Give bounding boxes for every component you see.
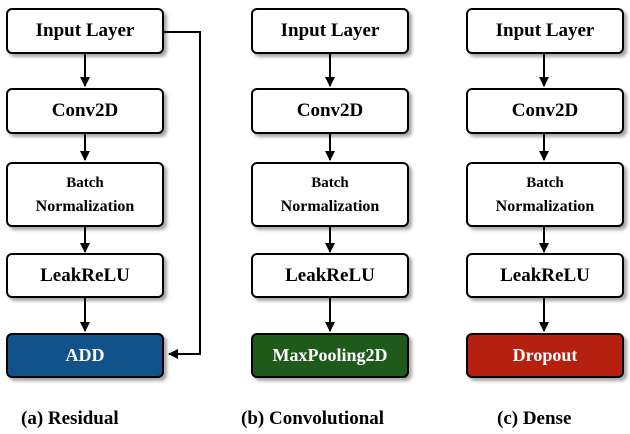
leakrelu-label: LeakReLU [40,264,130,286]
caption-dense: (c) Dense [497,408,572,429]
conv2d-box-convolutional: Conv2D [251,88,409,134]
batch-norm-box-dense: Batch Normalization [466,162,624,227]
normalization-label: Normalization [35,197,135,215]
conv2d-label: Conv2D [51,100,119,121]
leakrelu-label: LeakReLU [285,264,375,286]
batch-label: Batch [526,174,564,191]
input-layer-box-dense: Input Layer [466,8,624,54]
batch-norm-box-residual: Batch Normalization [6,162,164,227]
leakrelu-label: LeakReLU [500,264,590,286]
maxpooling2d-box: MaxPooling2D [251,333,409,378]
dropout-label: Dropout [512,345,578,365]
caption-residual: (a) Residual [21,408,119,429]
dropout-box: Dropout [466,333,624,378]
input-layer-box-residual: Input Layer [6,8,164,54]
add-box: ADD [6,333,164,378]
input-layer-label: Input Layer [280,20,380,41]
batch-label: Batch [66,174,104,191]
conv2d-box-dense: Conv2D [466,88,624,134]
leakrelu-box-convolutional: LeakReLU [251,253,409,298]
maxpooling2d-label: MaxPooling2D [272,345,388,365]
input-layer-label: Input Layer [495,20,595,41]
caption-convolutional: (b) Convolutional [241,408,385,429]
input-layer-label: Input Layer [35,20,135,41]
batch-label: Batch [311,174,349,191]
conv2d-label: Conv2D [511,100,579,121]
conv2d-box-residual: Conv2D [6,88,164,134]
skip-connection-arrow [164,31,201,359]
normalization-label: Normalization [280,197,380,215]
normalization-label: Normalization [495,197,595,215]
leakrelu-box-residual: LeakReLU [6,253,164,298]
batch-norm-box-convolutional: Batch Normalization [251,162,409,227]
leakrelu-box-dense: LeakReLU [466,253,624,298]
input-layer-box-convolutional: Input Layer [251,8,409,54]
conv2d-label: Conv2D [296,100,364,121]
add-label: ADD [65,345,105,365]
